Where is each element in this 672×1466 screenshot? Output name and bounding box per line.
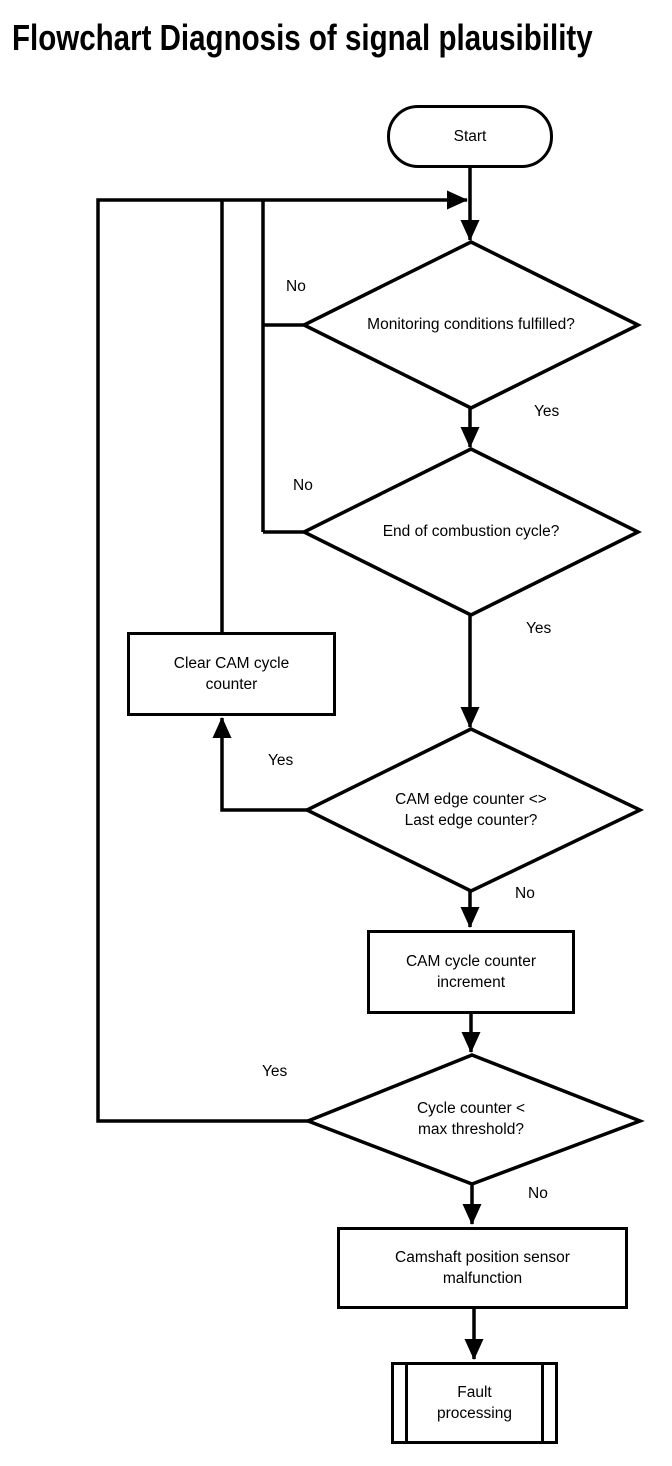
process-increment-label: CAM cycle counter increment bbox=[405, 953, 537, 991]
edge-label-threshold-no: No bbox=[528, 1185, 548, 1202]
decision-threshold-label: Cycle counter < max threshold? bbox=[416, 1100, 526, 1138]
predefined-process-left-bar bbox=[405, 1364, 408, 1442]
predefined-process-fault-label: Fault processing bbox=[437, 1384, 512, 1422]
process-clear-counter-node: Clear CAM cycle counter bbox=[127, 632, 336, 716]
decision-edge-counter-shape bbox=[303, 727, 645, 893]
edge-label-edge-counter-yes: Yes bbox=[268, 752, 294, 769]
edge-label-combustion-no: No bbox=[293, 477, 313, 494]
predefined-process-fault-node: Fault processing bbox=[391, 1362, 558, 1444]
process-increment-node: CAM cycle counter increment bbox=[367, 930, 575, 1014]
decision-threshold-shape bbox=[303, 1053, 645, 1186]
edge-label-monitoring-yes: Yes bbox=[534, 403, 560, 420]
start-label: Start bbox=[453, 128, 487, 145]
edge-label-combustion-yes: Yes bbox=[526, 620, 552, 637]
edge-label-threshold-yes: Yes bbox=[262, 1063, 288, 1080]
process-clear-counter-label: Clear CAM cycle counter bbox=[173, 655, 290, 693]
process-malfunction-node: Camshaft position sensor malfunction bbox=[337, 1227, 628, 1309]
edge-label-edge-counter-no: No bbox=[515, 885, 535, 902]
edge-label-monitoring-no: No bbox=[286, 278, 306, 295]
decision-edge-counter-label: CAM edge counter <> Last edge counter? bbox=[395, 791, 547, 829]
edge-threshold-yes-loop bbox=[96, 190, 468, 1123]
decision-monitoring-shape bbox=[300, 240, 642, 410]
process-malfunction-label: Camshaft position sensor malfunction bbox=[395, 1249, 570, 1287]
decision-combustion-label: End of combustion cycle? bbox=[382, 523, 560, 540]
decision-combustion-shape bbox=[300, 447, 642, 617]
page-title: Flowchart Diagnosis of signal plausibili… bbox=[12, 17, 593, 58]
decision-monitoring-label: Monitoring conditions fulfilled? bbox=[367, 316, 575, 333]
start-node: Start bbox=[387, 105, 553, 168]
predefined-process-right-bar bbox=[541, 1364, 544, 1442]
edge-edge-counter-yes bbox=[212, 717, 307, 812]
